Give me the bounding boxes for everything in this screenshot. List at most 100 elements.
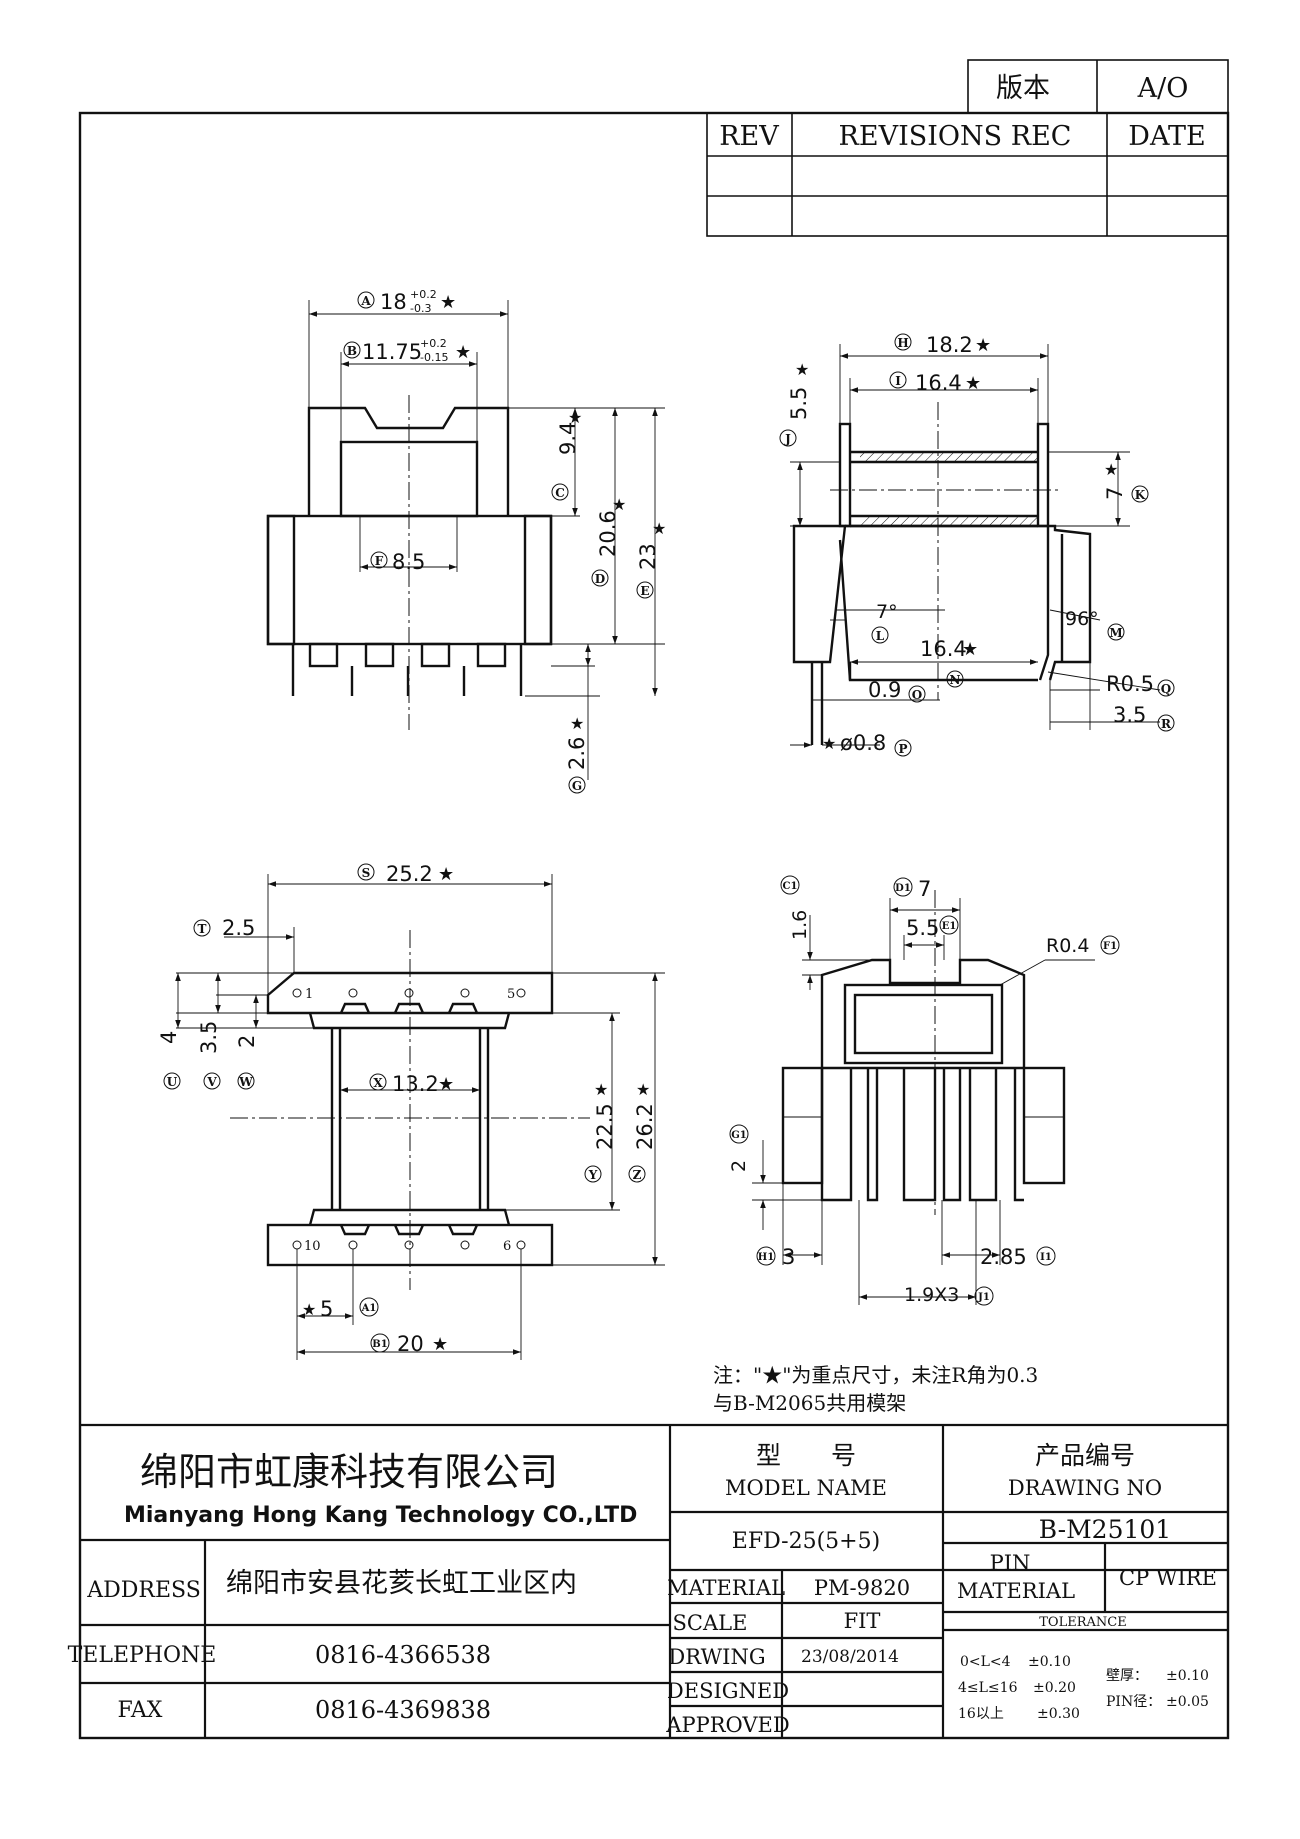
svg-text:Y: Y (588, 1168, 598, 1182)
svg-text:±0.10: ±0.10 (1166, 1668, 1209, 1684)
svg-text:C1: C1 (783, 881, 798, 892)
svg-text:ø0.8: ø0.8 (840, 731, 886, 755)
dim-G: ★ 2.6 G (565, 714, 589, 794)
view-front: A 18 +0.2 -0.3 ★ B 11.75 +0.2 -0.15 ★ 9.… (266, 288, 666, 794)
svg-text:96°: 96° (1065, 608, 1099, 630)
svg-text:+0.2: +0.2 (420, 337, 447, 350)
dim-J: ★ 5.5 J (779, 360, 811, 447)
tolerance-table: 0<L<4 ±0.10 4≤L≤16 ±0.20 16以上 ±0.30 壁厚： … (958, 1654, 1209, 1722)
svg-text:8.5: 8.5 (392, 550, 425, 574)
company-name-en: Mianyang Hong Kang Technology CO.,LTD (124, 1503, 637, 1528)
dim-W: 2 W (235, 1035, 259, 1090)
tolerance-label: TOLERANCE (1039, 1615, 1126, 1630)
svg-text:±0.10: ±0.10 (1028, 1654, 1071, 1670)
telephone-label: TELEPHONE (68, 1643, 217, 1668)
dim-E: 23 ★ E (636, 519, 666, 599)
svg-text:Q: Q (1161, 682, 1171, 696)
svg-text:★: ★ (455, 342, 471, 363)
dim-K: 7 ★ K (1103, 460, 1149, 503)
svg-text:N: N (950, 673, 961, 687)
svg-text:23: 23 (636, 543, 660, 570)
svg-text:25.2: 25.2 (386, 862, 433, 886)
svg-text:O: O (912, 688, 922, 702)
svg-text:R0.5: R0.5 (1106, 672, 1154, 696)
dim-U: 4 U (157, 1031, 181, 1090)
svg-text:★: ★ (795, 360, 809, 379)
model-cn: 型 号 (756, 1441, 856, 1470)
svg-text:2.6: 2.6 (565, 737, 589, 770)
revision-header: 版本 A/O REV REVISIONS REC DATE (706, 59, 1229, 237)
dim-N: 16.4★ N (920, 637, 978, 688)
svg-text:B: B (347, 344, 357, 358)
svg-text:L: L (876, 629, 885, 643)
svg-text:4: 4 (157, 1031, 181, 1044)
dim-B1: B1 20★ (370, 1332, 448, 1356)
svg-text:J1: J1 (977, 1292, 990, 1303)
designed-label: DESIGNED (667, 1679, 789, 1703)
svg-text:A1: A1 (361, 1303, 377, 1314)
svg-text:9.4: 9.4 (556, 422, 580, 455)
svg-text:22.5: 22.5 (593, 1103, 617, 1150)
svg-text:2.85: 2.85 (980, 1245, 1027, 1269)
svg-text:S: S (362, 866, 371, 880)
view-end: C1 1.6 D1 7 5.5 E1 R0.4 F1 G1 2 H1 3 2.8… (728, 875, 1120, 1306)
pin-1-label: 1 (305, 987, 313, 1002)
material-value: PM-9820 (814, 1576, 910, 1600)
fax-value: 0816-4369838 (315, 1696, 491, 1724)
svg-text:★: ★ (568, 408, 582, 427)
dim-D: 20.6 ★ D (591, 495, 626, 587)
dim-J1: 1.9X3 J1 (904, 1284, 994, 1306)
svg-text:M: M (1109, 626, 1122, 640)
svg-text:+0.2: +0.2 (410, 288, 437, 301)
svg-text:2: 2 (728, 1160, 750, 1172)
svg-text:2.5: 2.5 (222, 916, 255, 940)
svg-text:E: E (640, 584, 649, 598)
svg-text:-0.15: -0.15 (420, 351, 448, 364)
svg-text:G: G (572, 779, 582, 793)
dim-H: H 18.2★ (894, 333, 991, 357)
svg-text:★: ★ (438, 1074, 454, 1095)
svg-text:3.5: 3.5 (197, 1021, 221, 1054)
svg-text:3: 3 (782, 1245, 795, 1269)
dim-F: F 8.5 (370, 550, 425, 574)
pin-material-value: CP WIRE (1119, 1566, 1217, 1590)
version-value: A/O (1137, 73, 1189, 104)
approved-label: APPROVED (665, 1713, 789, 1737)
dim-I: I 16.4★ (889, 371, 981, 395)
svg-text:★: ★ (432, 1334, 448, 1355)
svg-text:F1: F1 (1103, 941, 1117, 952)
svg-text:7°: 7° (876, 601, 898, 623)
address-value: 绵阳市安县花荄长虹工业区内 (226, 1568, 577, 1599)
rev-label: REV (719, 121, 779, 152)
company-name-cn: 绵阳市虹康科技有限公司 (140, 1450, 558, 1494)
svg-text:1.6: 1.6 (789, 910, 811, 940)
top-view-pins (292, 988, 526, 1250)
svg-text:★: ★ (822, 734, 836, 753)
svg-text:5: 5 (320, 1297, 333, 1321)
svg-text:★: ★ (438, 864, 454, 885)
svg-text:±0.20: ±0.20 (1033, 1680, 1076, 1696)
svg-text:★: ★ (302, 1300, 316, 1319)
svg-text:4≤L≤16: 4≤L≤16 (958, 1680, 1018, 1696)
svg-text:0<L<4: 0<L<4 (960, 1654, 1011, 1670)
svg-text:H1: H1 (758, 1252, 774, 1263)
drawing-border (78, 111, 1230, 1740)
notes: 注："★"为重点尺寸，未注R角为0.3 与B-M2065共用模架 (713, 1363, 1038, 1415)
svg-text:★: ★ (1104, 460, 1118, 479)
svg-text:★: ★ (652, 519, 666, 538)
svg-text:5.5: 5.5 (787, 387, 811, 420)
view-top: 1 5 10 6 S 25.2★ (157, 862, 665, 1360)
fax-label: FAX (118, 1698, 163, 1723)
dim-I1: 2.85 I1 (980, 1245, 1056, 1269)
svg-text:18.2: 18.2 (926, 333, 973, 357)
svg-text:5.5: 5.5 (906, 916, 939, 940)
svg-text:H: H (897, 336, 908, 350)
svg-text:壁厚：: 壁厚： (1106, 1668, 1148, 1684)
date-label: DATE (1128, 121, 1205, 152)
svg-text:P: P (898, 742, 907, 756)
dim-L: 7° L (871, 601, 898, 644)
dim-G1: G1 2 (728, 1124, 750, 1172)
drwing-value: 23/08/2014 (801, 1647, 899, 1667)
front-pins (291, 642, 523, 696)
model-label: MODEL NAME (725, 1476, 887, 1500)
